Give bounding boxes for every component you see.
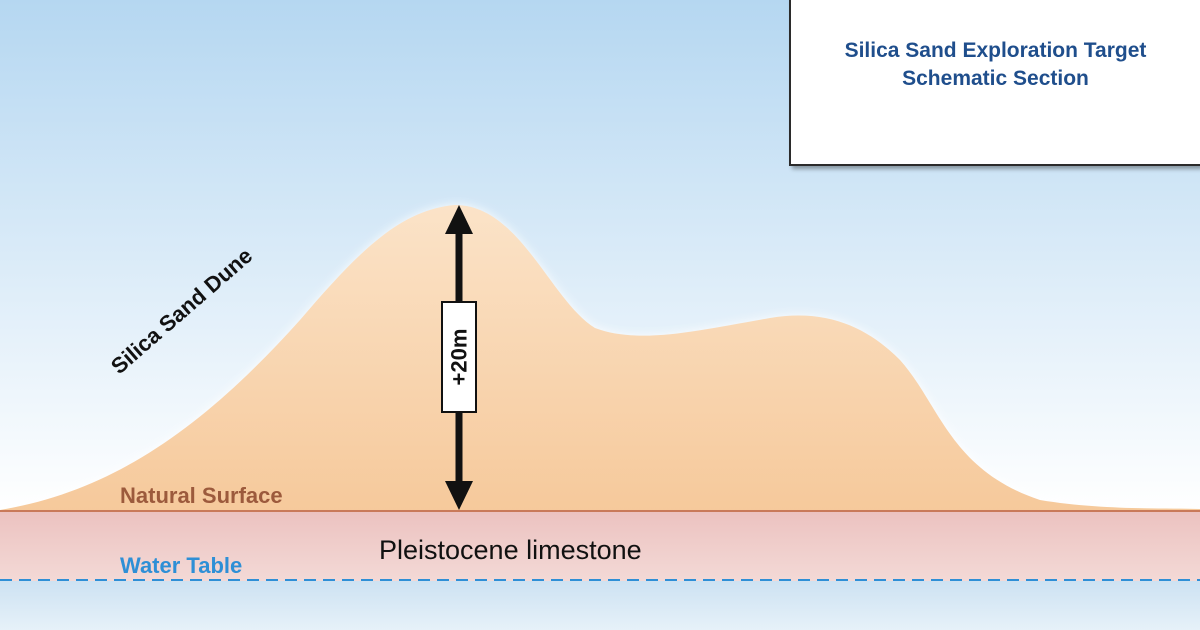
natural-surface-label: Natural Surface	[120, 483, 283, 508]
water-layer	[0, 581, 1200, 630]
water-table-label: Water Table	[120, 553, 243, 578]
arrow-head-down	[445, 481, 473, 510]
arrow-head-up	[445, 205, 473, 234]
sand-dune	[0, 205, 1200, 512]
title-line-1: Silica Sand Exploration Target	[844, 39, 1147, 62]
title-line-2: Schematic Section	[902, 67, 1089, 90]
title-box: Silica Sand Exploration Target Schematic…	[789, 0, 1200, 166]
limestone-layer	[0, 511, 1200, 581]
height-label: +20m	[446, 328, 472, 386]
height-label-box: +20m	[441, 301, 477, 413]
limestone-label: Pleistocene limestone	[379, 535, 642, 565]
